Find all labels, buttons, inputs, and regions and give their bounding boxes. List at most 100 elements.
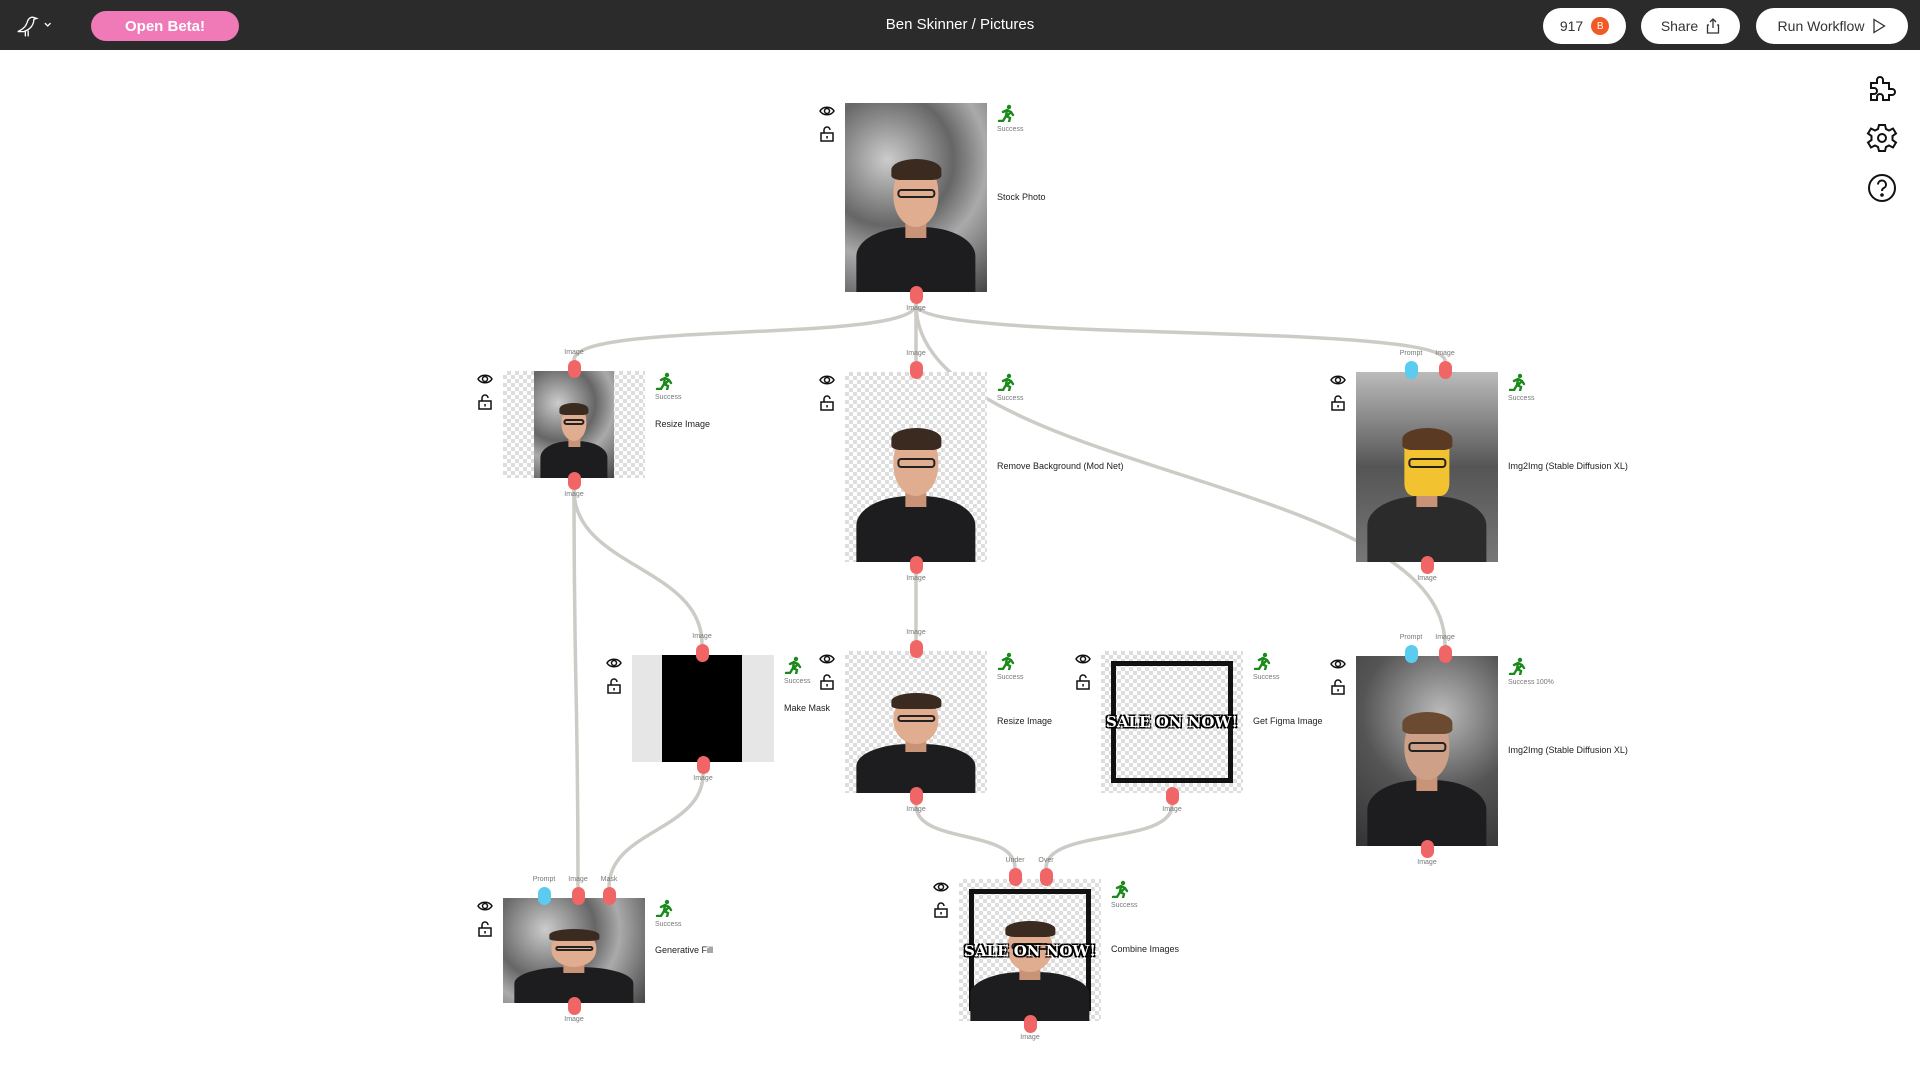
unlock-icon xyxy=(934,902,948,918)
node-thumbnail[interactable] xyxy=(845,372,987,562)
edge-figma-to-combine[interactable] xyxy=(1044,804,1174,869)
status-text: Success xyxy=(784,678,811,685)
open-beta-button[interactable]: Open Beta! xyxy=(91,11,239,41)
status-icon xyxy=(1111,880,1129,900)
input-port-under[interactable] xyxy=(1008,868,1022,886)
output-port-image[interactable] xyxy=(567,472,581,490)
node-label: Resize Image xyxy=(655,418,711,429)
eye-icon xyxy=(1330,659,1346,669)
node-thumbnail[interactable] xyxy=(845,651,987,793)
output-port-label: Image xyxy=(906,806,926,813)
input-port-prompt[interactable] xyxy=(1404,361,1418,379)
lock-toggle[interactable] xyxy=(933,902,949,918)
plugins-button[interactable] xyxy=(1864,70,1900,106)
input-port-label: Prompt xyxy=(1399,634,1423,641)
output-port-image[interactable] xyxy=(696,756,710,774)
lock-toggle[interactable] xyxy=(477,921,493,937)
output-port-image[interactable] xyxy=(567,997,581,1015)
edge-mask-to-genfill[interactable] xyxy=(607,773,705,888)
node-thumbnail[interactable]: SALE ON NOW! xyxy=(1101,651,1243,793)
output-port-image[interactable] xyxy=(909,286,923,304)
visibility-toggle[interactable] xyxy=(1075,651,1091,667)
logo-menu[interactable] xyxy=(14,10,52,40)
output-port-image[interactable] xyxy=(1165,787,1179,805)
visibility-toggle[interactable] xyxy=(477,371,493,387)
input-port-image[interactable] xyxy=(1438,361,1452,379)
visibility-toggle[interactable] xyxy=(819,103,835,119)
running-person-icon xyxy=(655,899,673,919)
lock-toggle[interactable] xyxy=(1330,679,1346,695)
run-workflow-button[interactable]: Run Workflow xyxy=(1756,8,1908,44)
input-port-prompt[interactable] xyxy=(1404,645,1418,663)
input-port-label: Image xyxy=(906,629,926,636)
input-port-prompt[interactable] xyxy=(537,887,551,905)
settings-button[interactable] xyxy=(1864,120,1900,156)
credits-button[interactable]: 917 B xyxy=(1543,8,1626,44)
input-port-image[interactable] xyxy=(571,887,585,905)
lock-toggle[interactable] xyxy=(819,674,835,690)
input-port-image[interactable] xyxy=(909,640,923,658)
visibility-toggle[interactable] xyxy=(477,898,493,914)
lock-toggle[interactable] xyxy=(477,394,493,410)
node-thumbnail[interactable] xyxy=(1356,656,1498,846)
node-label: Img2Img (Stable Diffusion XL) xyxy=(1508,461,1628,471)
status-text: Success xyxy=(997,395,1024,402)
credits-badge: B xyxy=(1591,17,1610,35)
input-port-image[interactable] xyxy=(695,644,709,662)
edge-resize2-to-combine[interactable] xyxy=(914,804,1017,869)
visibility-toggle[interactable] xyxy=(933,879,949,895)
input-port-image[interactable] xyxy=(567,360,581,378)
input-port-image[interactable] xyxy=(909,361,923,379)
eye-icon xyxy=(477,901,493,911)
help-button[interactable] xyxy=(1864,170,1900,206)
edge-stock-to-resize1[interactable] xyxy=(572,303,918,361)
running-person-icon xyxy=(1111,880,1129,900)
lock-toggle[interactable] xyxy=(1330,395,1346,411)
node-thumbnail[interactable]: SALE ON NOW! xyxy=(959,879,1101,1021)
output-port-image[interactable] xyxy=(909,787,923,805)
input-port-image[interactable] xyxy=(1438,645,1452,663)
share-button[interactable]: Share xyxy=(1641,8,1740,44)
eye-icon xyxy=(606,658,622,668)
status-icon xyxy=(997,104,1015,124)
input-port-label: Image xyxy=(692,633,712,640)
visibility-toggle[interactable] xyxy=(606,655,622,671)
node-thumbnail[interactable] xyxy=(845,103,987,292)
node-thumbnail[interactable] xyxy=(503,898,645,1003)
output-port-image[interactable] xyxy=(909,556,923,574)
overlay-text: SALE ON NOW! xyxy=(1106,713,1238,731)
output-port-image[interactable] xyxy=(1420,556,1434,574)
input-port-over[interactable] xyxy=(1039,868,1053,886)
top-bar: Open Beta! Ben Skinner / Pictures 917 B … xyxy=(0,0,1920,50)
figure-glasses xyxy=(563,419,585,425)
visibility-toggle[interactable] xyxy=(1330,656,1346,672)
node-thumbnail[interactable] xyxy=(1356,372,1498,562)
lock-toggle[interactable] xyxy=(1075,674,1091,690)
output-port-label: Image xyxy=(906,305,926,312)
edge-resize1-to-genfill[interactable] xyxy=(572,489,580,888)
output-port-image[interactable] xyxy=(1023,1015,1037,1033)
lock-toggle[interactable] xyxy=(606,678,622,694)
bird-logo-icon xyxy=(17,16,39,37)
edge-stock-to-img2img1[interactable] xyxy=(914,303,1447,362)
node-label: Stock Photo xyxy=(997,191,1046,202)
node-thumbnail[interactable] xyxy=(503,371,645,478)
visibility-toggle[interactable] xyxy=(819,651,835,667)
person-figure xyxy=(1367,425,1487,562)
visibility-toggle[interactable] xyxy=(819,372,835,388)
edge-resize1-to-mask[interactable] xyxy=(572,489,704,645)
node-thumbnail[interactable] xyxy=(632,655,774,762)
output-port-image[interactable] xyxy=(1420,840,1434,858)
status-text: Success xyxy=(1508,395,1535,402)
visibility-toggle[interactable] xyxy=(1330,372,1346,388)
edge-stock-to-img2img2[interactable] xyxy=(914,303,1447,646)
progress-text: 100% xyxy=(1536,679,1554,686)
input-port-mask[interactable] xyxy=(602,887,616,905)
lock-toggle[interactable] xyxy=(819,126,835,142)
unlock-icon xyxy=(820,126,834,142)
node-label: Get Figma Image xyxy=(1253,716,1323,726)
lock-toggle[interactable] xyxy=(819,395,835,411)
figure-neck xyxy=(563,962,585,973)
figure-hair xyxy=(1401,427,1453,450)
